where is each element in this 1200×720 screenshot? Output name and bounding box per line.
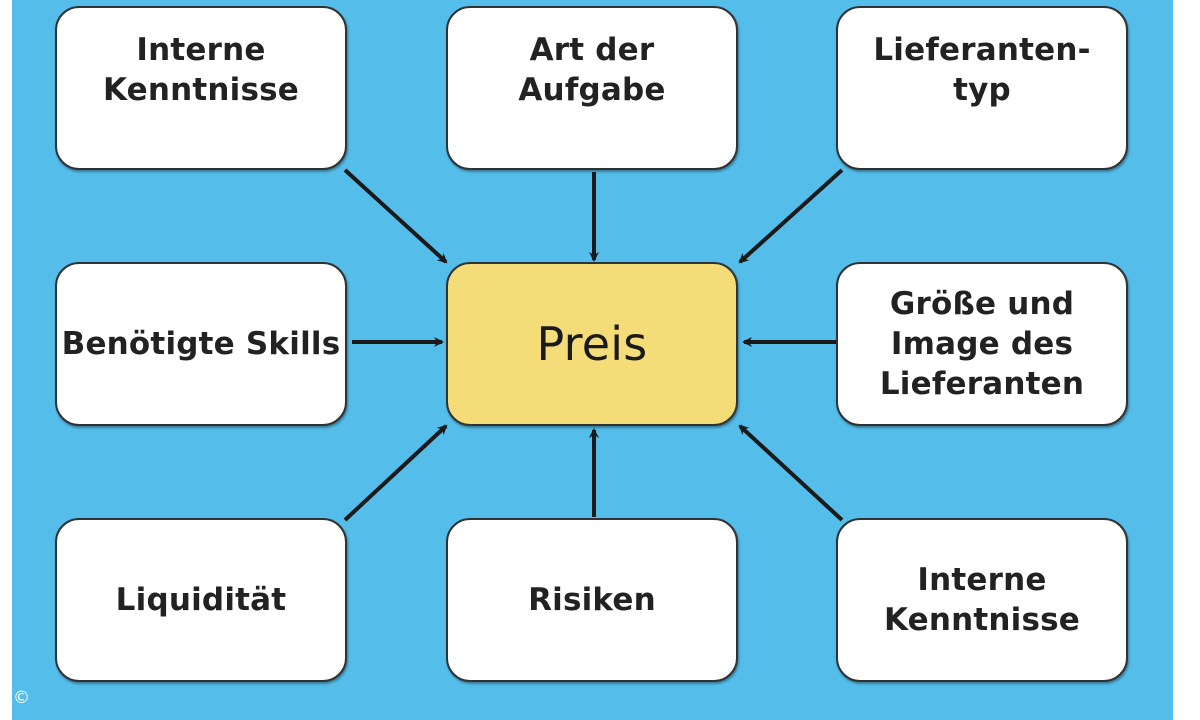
factor-box-interne-kenntnisse-top: Interne Kenntnisse [55, 6, 347, 170]
center-box-preis: Preis [446, 262, 738, 426]
arrow-bottom-left [343, 424, 448, 522]
factor-label: Risiken [528, 582, 656, 618]
factor-box-risiken: Risiken [446, 518, 738, 682]
center-label: Preis [536, 317, 648, 371]
factor-box-benoetigte-skills: Benötigte Skills [55, 262, 347, 426]
factor-box-lieferantentyp: Lieferanten- typ [836, 6, 1128, 170]
factor-label: Lieferanten- typ [873, 32, 1091, 108]
factor-box-art-der-aufgabe: Art der Aufgabe [446, 6, 738, 170]
arrow-top-right [738, 168, 844, 264]
arrow-bottom-right [738, 424, 844, 522]
factor-label: Benötigte Skills [61, 326, 341, 362]
factor-label: Liquidität [115, 582, 287, 618]
factor-label: Interne Kenntnisse [883, 562, 1081, 638]
factor-box-liquiditaet: Liquidität [55, 518, 347, 682]
factor-box-interne-kenntnisse-bottom: Interne Kenntnisse [836, 518, 1128, 682]
factor-box-groesse-und-image: Größe und Image des Lieferanten [836, 262, 1128, 426]
factor-label: Größe und Image des Lieferanten [879, 286, 1085, 402]
copyright-mark: © [13, 688, 30, 708]
arrow-top-left [343, 168, 448, 264]
factor-label: Art der Aufgabe [518, 32, 666, 108]
factor-label: Interne Kenntnisse [102, 32, 300, 108]
